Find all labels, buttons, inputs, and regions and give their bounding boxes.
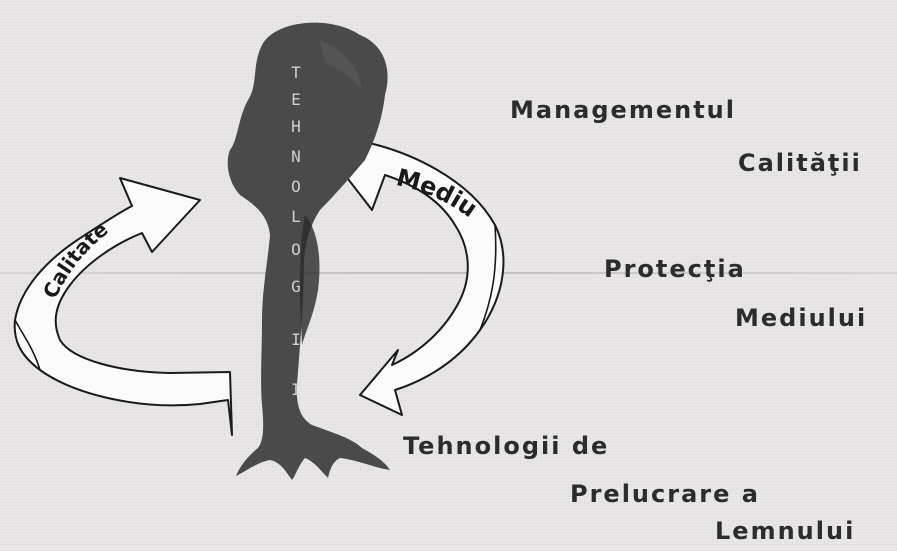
trunk-letter: N <box>291 147 301 166</box>
trunk-letter: L <box>291 207 301 226</box>
trunk-text: T E H N O L O G I I <box>291 63 301 399</box>
trunk-letter: T <box>291 63 301 82</box>
trunk-letter: I <box>291 330 301 349</box>
left-cycle-arrow <box>13 177 233 436</box>
label-technology-line2: Prelucrare a <box>570 480 760 508</box>
label-technology-line3: Lemnului <box>715 517 856 545</box>
label-management-line2: Calităţii <box>738 149 862 177</box>
label-protection-line1: Protecţia <box>604 255 746 283</box>
trunk-letter: I <box>291 380 301 399</box>
tree-silhouette <box>227 22 390 480</box>
arrow-label-calitate: Calitate <box>38 217 113 302</box>
trunk-letter: O <box>291 177 301 196</box>
label-protection-line2: Mediului <box>735 304 868 332</box>
trunk-letter: E <box>291 90 301 109</box>
trunk-letter: O <box>291 240 301 259</box>
trunk-letter: H <box>291 117 301 136</box>
label-management-line1: Managementul <box>510 96 736 124</box>
label-technology-line1: Tehnologii de <box>403 432 610 460</box>
right-cycle-arrow <box>344 139 505 416</box>
page-crease-line <box>0 272 897 274</box>
trunk-letter: G <box>291 277 301 296</box>
